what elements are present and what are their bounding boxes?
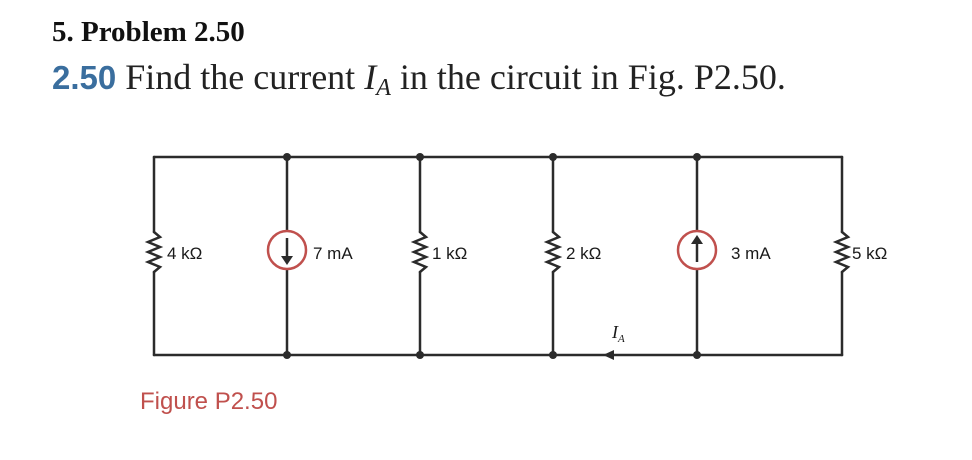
problem-statement: 2.50 Find the current IA in the circuit … xyxy=(52,56,786,102)
source-7ma-symbol xyxy=(266,229,308,271)
resistor-1k xyxy=(410,155,430,357)
label-4k: 4 kΩ xyxy=(167,244,202,263)
label-ia-main: I xyxy=(611,322,619,342)
problem-number: 2.50 xyxy=(52,59,117,96)
junction-dots xyxy=(283,153,701,359)
statement-text-before: Find the current xyxy=(125,57,356,97)
current-arrow xyxy=(603,350,614,360)
label-3ma: 3 mA xyxy=(731,244,771,263)
resistor-5k xyxy=(832,155,852,357)
problem-heading: 5. Problem 2.50 xyxy=(52,16,245,48)
current-variable-subscript: A xyxy=(376,75,391,101)
label-ia: IA xyxy=(611,322,625,345)
resistor-2k xyxy=(543,155,563,357)
statement-text-after: in the circuit in Fig. P2.50. xyxy=(399,57,786,97)
source-3ma-symbol xyxy=(676,229,718,271)
label-ia-sub: A xyxy=(617,333,625,345)
figure-caption: Figure P2.50 xyxy=(140,388,278,415)
resistor-4k xyxy=(144,155,164,357)
current-variable: I xyxy=(364,57,377,97)
label-5k: 5 kΩ xyxy=(852,244,887,263)
label-1k: 1 kΩ xyxy=(432,244,467,263)
label-7ma: 7 mA xyxy=(313,244,353,263)
label-2k: 2 kΩ xyxy=(566,244,601,263)
